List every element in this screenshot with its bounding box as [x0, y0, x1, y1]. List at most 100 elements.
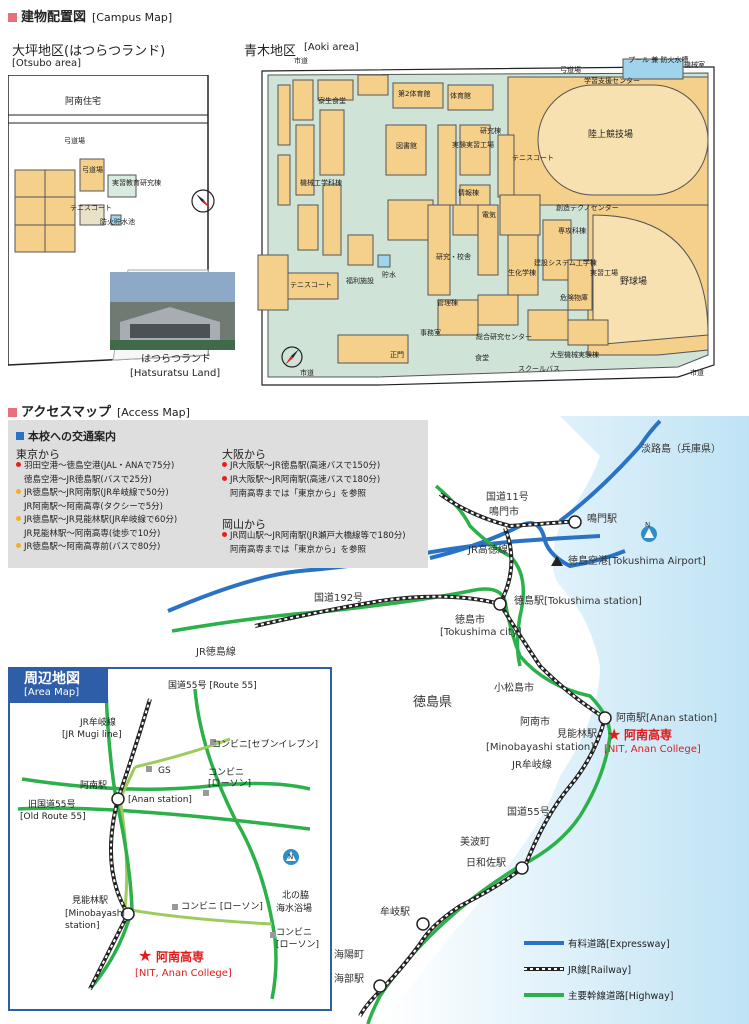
area-label-conv2: コンビニ [ローソン] [181, 902, 263, 912]
aoki-label-kikaishitsu: 機械室 [684, 61, 705, 69]
label-airport: 徳島空港[Tokushima Airport] [568, 556, 706, 567]
aoki-label-gym: 体育館 [450, 92, 471, 100]
label-hiwasa: 日和佐駅 [466, 858, 506, 869]
route-line: JR見能林駅～阿南高専(徒歩で10分) [16, 529, 160, 539]
label-route55: 国道55号 [507, 807, 550, 818]
otsubo-label-kyudo2: 弓道場 [82, 166, 103, 174]
from-okayama-head: 岡山から [222, 518, 266, 531]
red-dot-icon [16, 462, 21, 467]
route-line-text: JR大阪駅～JR徳島駅(高速バスで150分) [230, 461, 381, 471]
aoki-area-title-en: [Aoki area] [304, 42, 359, 53]
photo-caption-en: [Hatsuratsu Land] [130, 368, 221, 379]
area-label-conv1: コンビニ [208, 768, 245, 778]
area-map-title: 周辺地図 [24, 671, 80, 687]
area-label-north: N [288, 853, 294, 861]
aoki-label-large-machine: 大型機械実験棟 [550, 351, 599, 359]
aoki-label-tennis1: テニスコート [512, 154, 554, 162]
aoki-label-shokudo: 食堂 [475, 354, 489, 362]
access-map-title-en: [Access Map] [116, 406, 190, 419]
legend-label: JR線[Railway] [568, 965, 632, 976]
otsubo-area-title: 大坪地区(はつらつランド) [12, 44, 166, 59]
route-line-text: JR徳島駅～JR阿南駅(JR牟岐線で50分) [24, 488, 169, 498]
label-naruto-station: 鳴門駅 [587, 514, 617, 525]
otsubo-label-reservoir: 防火貯水池 [100, 218, 135, 226]
legend-label: 有料道路[Expressway] [568, 939, 670, 950]
label-mugi-station: 牟岐駅 [380, 907, 410, 918]
yellow-dot-icon [16, 489, 21, 494]
svg-text:★: ★ [138, 946, 152, 965]
route-line: 徳島空港～JR徳島駅(バスで25分) [16, 475, 152, 485]
label-north: N [645, 521, 651, 529]
area-label-gs: GS [158, 766, 171, 776]
route-line: JR徳島駅～JR見能林駅(JR牟岐線で60分) [16, 515, 178, 525]
aoki-label-dorm-dining: 寮生食堂 [318, 97, 346, 105]
area-label-old55: 旧国道55号 [28, 800, 76, 810]
label-minobayashi: 見能林駅 [557, 729, 597, 740]
area-label-anan-st-en: [Anan station] [128, 795, 192, 805]
svg-text:★: ★ [607, 725, 621, 744]
compass-icon-aoki [281, 346, 303, 368]
route-line: JR大阪駅～JR徳島駅(高速バスで150分) [222, 461, 381, 471]
area-label-college: 阿南高専 [156, 950, 205, 964]
campus-map-title: 建物配置図 [Campus Map] [8, 6, 172, 25]
area-label-old55-en: [Old Route 55] [20, 812, 86, 822]
aoki-label-denki: 電気 [482, 211, 496, 219]
aoki-label-schoolbus: スクールバス [518, 365, 560, 373]
route-line: 阿南高専までは「東京から」を参照 [222, 545, 367, 555]
area-label-anan-st: 阿南駅 [80, 781, 108, 791]
info-marker-icon [16, 432, 24, 440]
otsubo-label-tennis: テニスコート [70, 204, 112, 212]
label-tokushima-city: 徳島市 [455, 615, 485, 626]
transport-info-box [8, 420, 428, 568]
area-label-conv3-en: [ローソン] [276, 940, 320, 950]
legend-label: 主要幹線道路[Highway] [568, 991, 674, 1002]
aoki-label-kenkyu2: 研究・校舎 [436, 253, 471, 261]
red-dot-icon [222, 532, 227, 537]
label-route11: 国道11号 [486, 492, 529, 503]
label-jr-tokushima-line: JR徳島線 [196, 647, 236, 658]
label-anan-city: 阿南市 [520, 717, 550, 728]
aoki-label-library: 図書館 [396, 142, 417, 150]
campus-map-title-en: [Campus Map] [92, 11, 173, 24]
label-minobayashi-en: [Minobayashi station] [486, 742, 595, 753]
campus-map-title-jp: 建物配置図 [21, 10, 87, 25]
aoki-label-sokan: 創造テクノセンター [556, 204, 619, 212]
route-line-text: 阿南高専までは「東京から」を参照 [230, 545, 367, 555]
compass-icon [191, 189, 215, 213]
legend-swatch [524, 967, 564, 971]
area-label-kitanowaki: 北の脇 [282, 891, 310, 901]
area-label-minobayashi-en2: station] [65, 921, 100, 931]
aoki-label-machine: 機械工学科棟 [300, 179, 342, 187]
area-label-conv3: コンビニ [276, 928, 313, 938]
route-line-text: JR阿南駅～阿南高専(タクシーで5分) [24, 501, 163, 512]
route-line-text: JR岡山駅～JR阿南駅(JR瀬戸大橋線等で180分) [230, 531, 406, 541]
area-label-jr-mugi: JR牟岐線 [80, 718, 116, 728]
aoki-label-kiken: 危険物庫 [560, 294, 588, 302]
otsubo-label-housing: 阿南住宅 [65, 97, 102, 107]
area-map: ★ [17, 688, 311, 1000]
aoki-label-kyudo: 弓道場 [560, 66, 581, 74]
section-marker-icon [8, 408, 17, 417]
aoki-label-fuku: 福利施設 [346, 277, 374, 285]
legend-swatch [524, 941, 564, 945]
area-label-minobayashi-en: [Minobayashi [65, 909, 125, 919]
route-line: JR徳島駅～JR阿南駅(JR牟岐線で50分) [16, 488, 169, 498]
area-label-college-en: [NIT, Anan College] [135, 968, 232, 979]
hatsuratsu-land-photo [110, 272, 235, 350]
photo-caption: はつらつランド [141, 354, 211, 365]
from-tokyo-head: 東京から [16, 448, 60, 461]
aoki-label-joho: 情報棟 [458, 189, 479, 197]
label-college-en: [NIT, Anan College] [604, 744, 701, 755]
route-line-text: JR徳島駅～JR見能林駅(JR牟岐線で60分) [24, 515, 178, 525]
aoki-label-kanri: 管理棟 [437, 299, 458, 307]
aoki-label-center: 総合研究センター [476, 333, 532, 341]
aoki-label-seikagaku: 生化学棟 [508, 269, 536, 277]
otsubo-area-title-en: [Otsubo area] [12, 58, 82, 69]
label-naruto-city: 鳴門市 [489, 507, 519, 518]
label-kaifu-station: 海部駅 [334, 974, 364, 985]
red-dot-icon [222, 476, 227, 481]
aoki-label-shiken: 実験実習工場 [452, 141, 494, 149]
route-line-text: 阿南高専までは「東京から」を参照 [230, 489, 367, 499]
aoki-label-gym2: 第2体育館 [398, 90, 431, 98]
aoki-label-tennis2: テニスコート [290, 281, 332, 289]
